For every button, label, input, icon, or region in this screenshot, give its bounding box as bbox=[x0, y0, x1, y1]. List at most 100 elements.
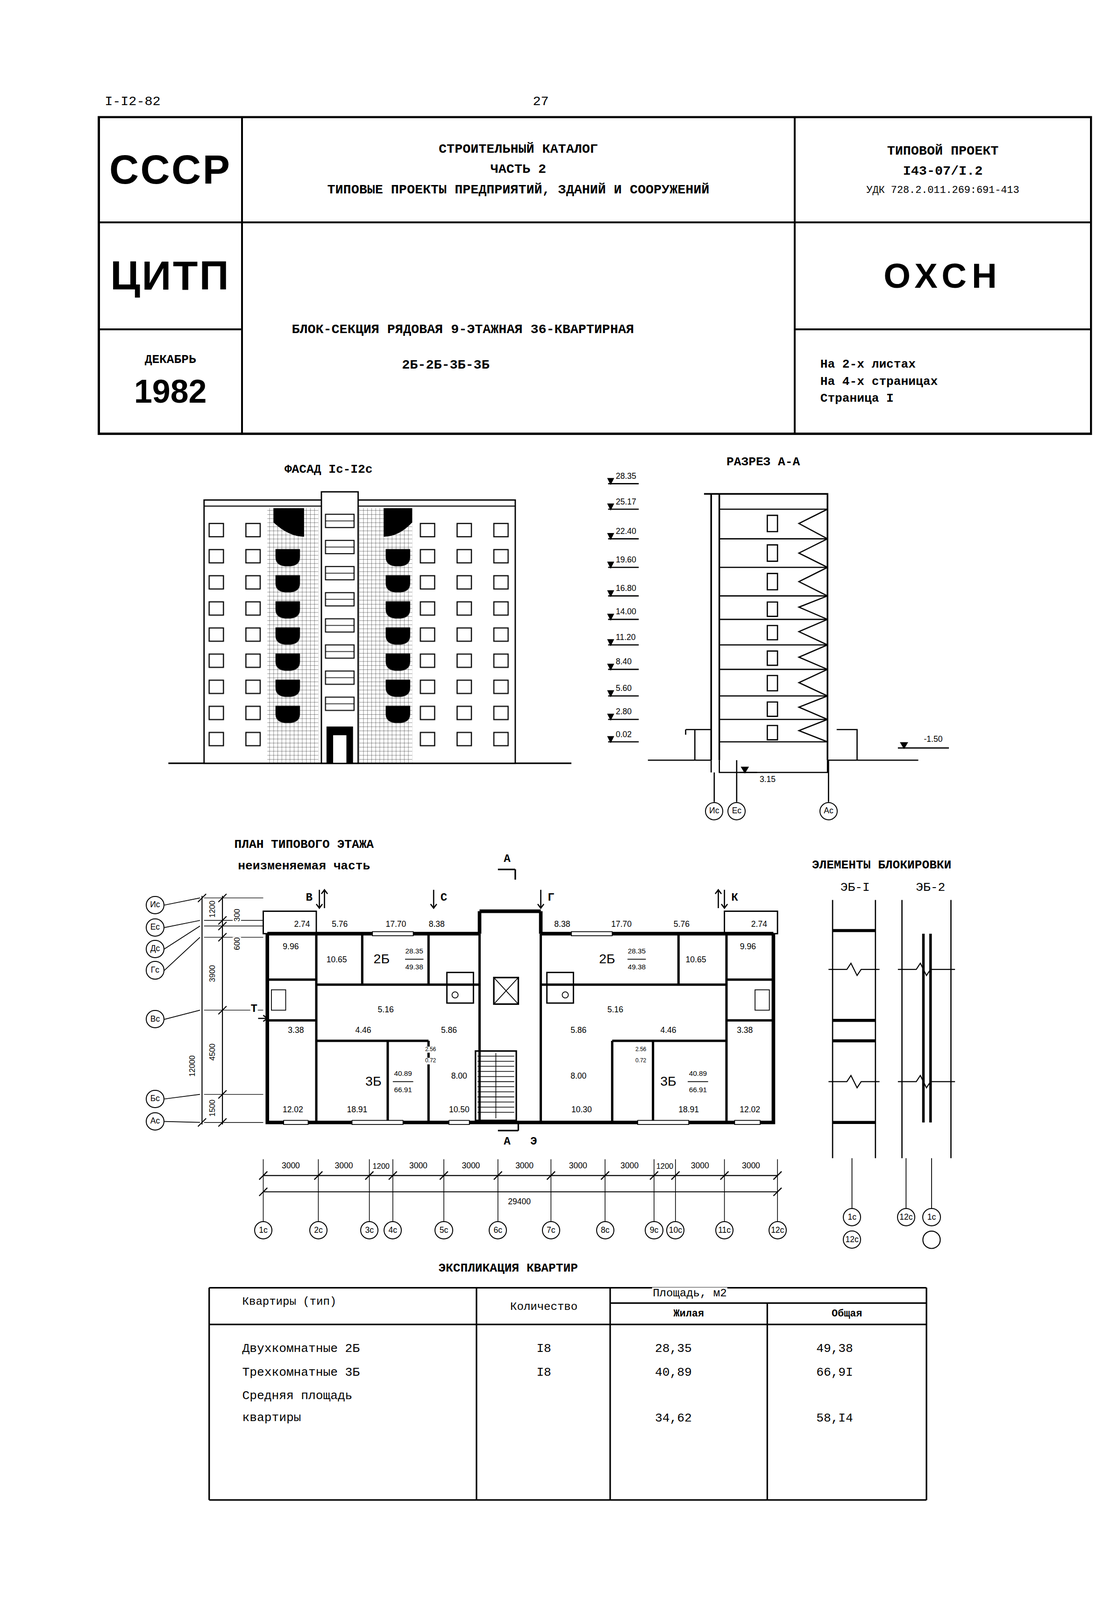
room-area: 5.76 bbox=[673, 919, 691, 929]
axis-bubble: Ис bbox=[705, 802, 724, 821]
cell-text: ЧАСТЬ 2 bbox=[490, 162, 547, 178]
room-area: 28.35 bbox=[405, 947, 424, 955]
axis-name: Ис bbox=[709, 806, 720, 816]
view-title: ЭБ-2 bbox=[915, 881, 946, 895]
dimension: 3000 bbox=[619, 1161, 640, 1171]
room-area: 10.65 bbox=[685, 955, 707, 965]
room-area: 40.89 bbox=[688, 1069, 708, 1078]
room-area: 2.74 bbox=[293, 919, 311, 929]
section bbox=[608, 478, 949, 802]
room-area: 12.02 bbox=[282, 1105, 304, 1115]
room-area: 66.91 bbox=[393, 1085, 413, 1094]
axis-bubble: 9с bbox=[644, 1221, 663, 1240]
view-title: неизменяемая часть bbox=[237, 859, 371, 874]
table-cell: Средняя площадь квартиры bbox=[242, 1385, 406, 1430]
axis-name: Ес bbox=[150, 923, 160, 932]
room-area: 5.86 bbox=[569, 1025, 587, 1035]
axis-bubble: Дс bbox=[145, 940, 164, 959]
elevation-mark: 14.00 bbox=[615, 607, 637, 617]
cell-text: УДК 728.2.011.269:691-413 bbox=[866, 184, 1019, 197]
title-block-cell: На 2-х листахНа 4-х страницахСтраница I bbox=[794, 329, 1091, 434]
room-area: 8.38 bbox=[428, 919, 446, 929]
cell-text: ТИПОВЫЕ ПРОЕКТЫ ПРЕДПРИЯТИЙ, ЗДАНИЙ И СО… bbox=[327, 182, 710, 199]
table-cell: 66,9I bbox=[815, 1365, 854, 1380]
room-area: 8.38 bbox=[553, 919, 571, 929]
dimension: 1200 bbox=[371, 1161, 390, 1171]
section-mark: А bbox=[503, 853, 511, 866]
room-area: 28.35 bbox=[627, 947, 647, 955]
dimension: 300 bbox=[232, 908, 242, 922]
elevation-mark: 0.02 bbox=[615, 730, 633, 740]
dimension: 3000 bbox=[281, 1161, 301, 1171]
room-area: 8.00 bbox=[450, 1071, 468, 1081]
cell-text: ОХСН bbox=[883, 256, 1003, 296]
axis-name: Ес bbox=[732, 806, 742, 816]
axis-name: 9с bbox=[649, 1226, 659, 1235]
cell-text: I43-07/I.2 bbox=[903, 163, 983, 180]
axis-name: 3с bbox=[364, 1226, 374, 1235]
room-area: 8.00 bbox=[569, 1071, 587, 1081]
cell-text: На 4-х страницах bbox=[820, 374, 938, 389]
axis-name: 8с bbox=[600, 1226, 610, 1235]
elevation-mark: -1.50 bbox=[923, 735, 944, 745]
axis-name: 6с bbox=[493, 1226, 503, 1235]
floor-plan bbox=[164, 869, 782, 1223]
axis-bubble: 3с bbox=[360, 1221, 379, 1240]
room-area: 0.72 bbox=[424, 1058, 437, 1065]
table-cell: 28,35 bbox=[654, 1342, 693, 1356]
elevation-mark: 16.80 bbox=[615, 584, 637, 594]
view-title: ЭЛЕМЕНТЫ БЛОКИРОВКИ bbox=[811, 858, 953, 873]
dimension: 3000 bbox=[514, 1161, 535, 1171]
axis-bubble: 1с bbox=[922, 1208, 941, 1227]
axis-name: 12с bbox=[845, 1235, 859, 1245]
cell-text: СССР bbox=[109, 146, 232, 194]
axis-name: 4с bbox=[388, 1226, 398, 1235]
room-area: 66.91 bbox=[688, 1085, 708, 1094]
axis-bubble: 12с bbox=[842, 1230, 862, 1249]
axis-bubble: 12с bbox=[897, 1208, 916, 1227]
axis-name: Дс bbox=[150, 944, 161, 954]
title-block-cell: СССР bbox=[99, 117, 243, 223]
table-cell: Общая bbox=[831, 1308, 863, 1320]
section-mark: А bbox=[503, 1135, 511, 1148]
axis-bubble: 10с bbox=[666, 1221, 685, 1240]
table-cell: Двухкомнатные 2Б bbox=[242, 1342, 361, 1356]
axis-name: 12с bbox=[899, 1213, 913, 1222]
room-area: 2.56 bbox=[634, 1047, 647, 1054]
room-area: 10.65 bbox=[326, 955, 348, 965]
room-area: 49.38 bbox=[405, 963, 424, 972]
table-cell: Жилая bbox=[672, 1308, 705, 1320]
cell-text: СТРОИТЕЛЬНЫЙ КАТАЛОГ bbox=[438, 142, 599, 158]
axis-bubble: 12с bbox=[768, 1221, 787, 1240]
table-cell: 34,62 bbox=[654, 1411, 693, 1425]
dimension: 600 bbox=[232, 937, 242, 951]
axis-name: 1с bbox=[258, 1226, 268, 1235]
axis-bubble: Ис bbox=[145, 896, 164, 915]
dimension: 3000 bbox=[741, 1161, 761, 1171]
axis-bubble: Ас bbox=[819, 802, 838, 821]
axis-name: Ас bbox=[150, 1117, 160, 1126]
room-area: 9.96 bbox=[282, 942, 300, 952]
room-area: 2Б bbox=[373, 951, 391, 967]
cell-text: ЦИТП bbox=[110, 252, 231, 300]
cell-text: На 2-х листах bbox=[820, 357, 916, 372]
axis-bubble: Гс bbox=[145, 961, 164, 980]
axis-name: 7с bbox=[546, 1226, 556, 1235]
elevation-mark: 5.60 bbox=[615, 684, 633, 694]
axis-bubble: 2с bbox=[309, 1221, 328, 1240]
axis-name: 2с bbox=[313, 1226, 323, 1235]
room-area: 0.72 bbox=[634, 1058, 647, 1065]
section-mark: Г bbox=[547, 891, 555, 905]
dimension: 3900 bbox=[207, 964, 217, 983]
cell-text: 1982 bbox=[134, 372, 207, 411]
axis-bubble: 1с bbox=[842, 1208, 862, 1227]
room-area: 3.38 bbox=[287, 1025, 305, 1035]
table-cell: Квартиры (тип) bbox=[242, 1296, 338, 1309]
room-area: 5.16 bbox=[377, 1005, 395, 1015]
axis-bubble: Ес bbox=[145, 918, 164, 937]
elevation-mark: 22.40 bbox=[615, 527, 637, 536]
table-cell: I8 bbox=[535, 1342, 552, 1356]
axis-bubble: Ас bbox=[145, 1112, 164, 1131]
title-block-cell: ОХСН bbox=[794, 222, 1091, 330]
